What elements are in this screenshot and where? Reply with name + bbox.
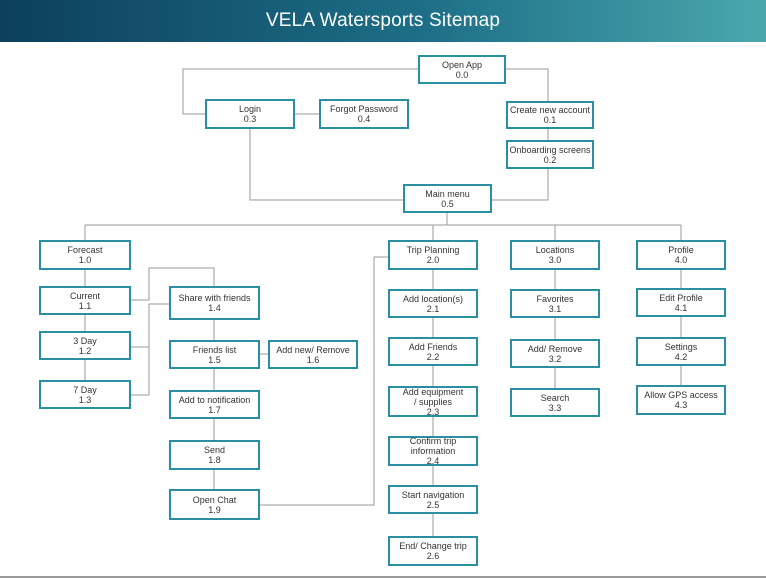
node-create-account: Create new account 0.1: [506, 101, 594, 129]
node-add-remove-friend: Add new/ Remove 1.6: [268, 340, 358, 369]
node-add-equipment: Add equipment / supplies 2.3: [388, 386, 478, 417]
node-settings: Settings 4.2: [636, 337, 726, 366]
node-add-to-notification: Add to notification 1.7: [169, 390, 260, 419]
node-favorites: Favorites 3.1: [510, 289, 600, 318]
node-confirm-trip: Confirm trip information 2.4: [388, 436, 478, 466]
connector-chat-trip: [260, 256, 388, 506]
node-edit-profile: Edit Profile 4.1: [636, 288, 726, 317]
connector-onboarding-main: [492, 169, 549, 201]
bottom-divider: [0, 576, 766, 578]
node-search: Search 3.3: [510, 388, 600, 417]
node-share-with-friends: Share with friends 1.4: [169, 286, 260, 320]
connector-open-app-create: [506, 68, 549, 101]
node-3-day: 3 Day 1.2: [39, 331, 131, 360]
node-locations: Locations 3.0: [510, 240, 600, 270]
connector-7day-share: [131, 304, 150, 396]
node-friends-list: Friends list 1.5: [169, 340, 260, 369]
connector-login-main: [249, 129, 403, 201]
connector-current-share: [131, 267, 215, 301]
node-7-day: 7 Day 1.3: [39, 380, 131, 409]
connector-3day-share: [131, 303, 169, 348]
header-banner: VELA Watersports Sitemap: [0, 0, 766, 42]
node-open-app: Open App 0.0: [418, 55, 506, 84]
node-open-chat: Open Chat 1.9: [169, 489, 260, 520]
node-forgot-password: Forgot Password 0.4: [319, 99, 409, 129]
node-onboarding: Onboarding screens 0.2: [506, 140, 594, 169]
node-add-friends: Add Friends 2.2: [388, 337, 478, 366]
node-add-remove-location: Add/ Remove 3.2: [510, 339, 600, 368]
node-send: Send 1.8: [169, 440, 260, 470]
node-main-menu: Main menu 0.5: [403, 184, 492, 213]
node-profile: Profile 4.0: [636, 240, 726, 270]
node-end-change-trip: End/ Change trip 2.6: [388, 536, 478, 566]
page-title: VELA Watersports Sitemap: [265, 10, 501, 31]
node-current: Current 1.1: [39, 286, 131, 315]
node-forecast: Forecast 1.0: [39, 240, 131, 270]
node-add-location: Add location(s) 2.1: [388, 289, 478, 318]
node-gps-access: Allow GPS access 4.3: [636, 385, 726, 415]
connector-open-app-login: [182, 68, 418, 115]
node-login: Login 0.3: [205, 99, 295, 129]
node-trip-planning: Trip Planning 2.0: [388, 240, 478, 270]
node-start-navigation: Start navigation 2.5: [388, 485, 478, 514]
